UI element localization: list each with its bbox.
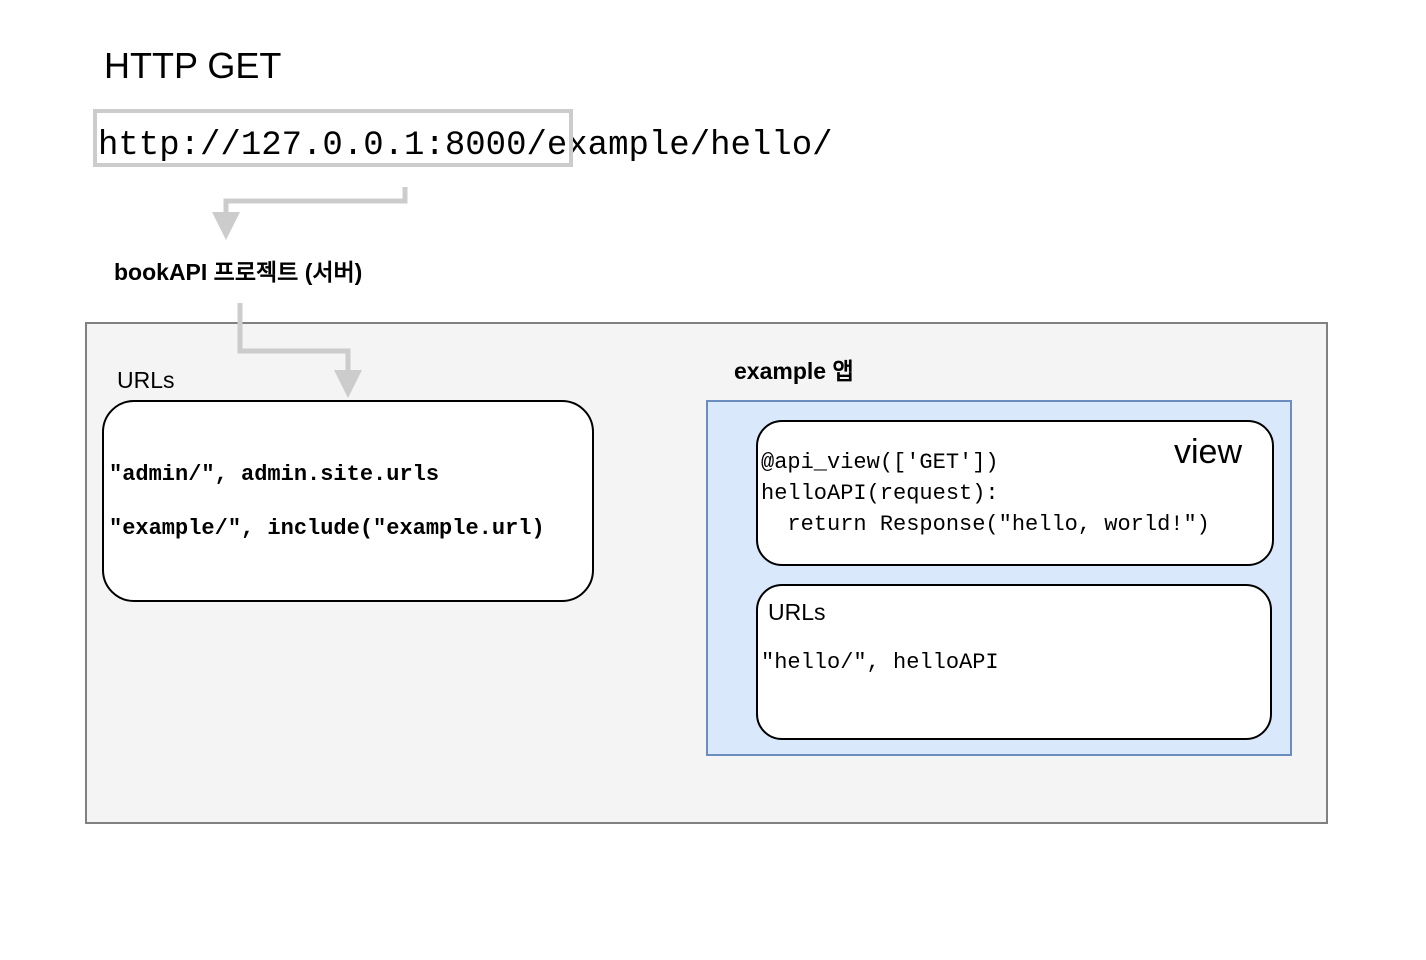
- url-base-highlight: [93, 109, 573, 167]
- view-code-line-3: return Response("hello, world!"): [761, 512, 1210, 537]
- request-url-path: example/hello/: [546, 127, 833, 165]
- view-box: view @api_view(['GET']) helloAPI(request…: [756, 420, 1274, 566]
- project-urls-label: URLs: [117, 367, 175, 393]
- project-url-line-example: "example/", include("example.url): [109, 516, 545, 541]
- app-urls-box: URLs "hello/", helloAPI: [756, 584, 1272, 740]
- app-label: example 앱: [734, 358, 854, 384]
- project-label: bookAPI 프로젝트 (서버): [114, 259, 363, 285]
- diagram-title: HTTP GET: [104, 45, 282, 86]
- url-to-project-arrow: [212, 187, 408, 240]
- view-label: view: [1174, 433, 1243, 471]
- view-code-line-2: helloAPI(request):: [761, 481, 999, 506]
- app-url-line-hello: "hello/", helloAPI: [761, 650, 999, 675]
- project-to-urls-arrow: [237, 303, 362, 398]
- view-code-line-1: @api_view(['GET']): [761, 450, 999, 475]
- project-url-line-admin: "admin/", admin.site.urls: [109, 462, 440, 487]
- project-urls-box: "admin/", admin.site.urls "example/", in…: [102, 400, 594, 602]
- request-url: http://127.0.0.1:8000/example/hello/: [98, 124, 833, 168]
- app-urls-label: URLs: [768, 599, 826, 625]
- request-url-base: http://127.0.0.1:8000/: [98, 127, 547, 165]
